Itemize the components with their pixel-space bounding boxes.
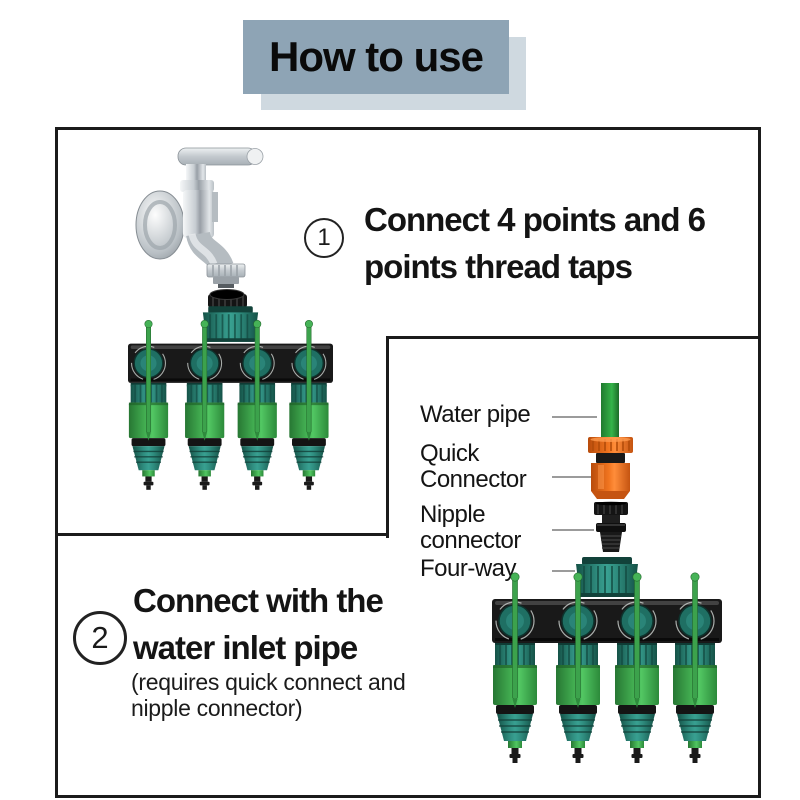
label-nipple-connector: Nipple connector [420, 501, 521, 554]
label-four-way: Four-way [420, 555, 517, 582]
step-2-heading: Connect with the water inlet pipe [133, 577, 473, 671]
four-way-splitter-illustration [492, 557, 722, 763]
panel-divider-line [55, 533, 389, 536]
four-way-splitter-illustration [128, 306, 333, 490]
leader-line-four-way [552, 570, 575, 572]
leader-line-nipple-connector [552, 529, 594, 531]
step-1-heading-line: Connect 4 points and 6 [364, 201, 706, 238]
label-water-pipe: Water pipe [420, 401, 531, 428]
quick-connector-illustration [588, 437, 633, 499]
step-2-heading-line: water inlet pipe [133, 629, 358, 666]
step-2-heading-line: Connect with the [133, 582, 384, 619]
title-banner: How to use [243, 20, 509, 94]
nipple-connector-illustration [594, 501, 628, 552]
leader-line-water-pipe [552, 416, 597, 418]
label-quick-connector: Quick Connector [420, 440, 527, 493]
step-2-note-line: (requires quick connect and [131, 669, 406, 695]
step-2-badge: 2 [73, 611, 127, 665]
step-1-heading: Connect 4 points and 6 points thread tap… [364, 196, 764, 290]
step-1-badge: 1 [304, 218, 344, 258]
water-pipe-illustration [601, 383, 619, 439]
faucet-illustration [135, 147, 264, 288]
panel-divider-corner [386, 336, 761, 538]
step-1-heading-line: points thread taps [364, 248, 633, 285]
step-2-note: (requires quick connect and nipple conne… [131, 669, 461, 721]
panel-outline [55, 127, 761, 798]
page-title: How to use [268, 33, 484, 80]
tap-adapter-illustration [208, 289, 247, 308]
leader-line-quick-connector [552, 476, 597, 478]
step-2-number: 2 [91, 620, 109, 655]
step-2-note-line: nipple connector) [131, 695, 303, 721]
step-1-number: 1 [317, 224, 331, 251]
